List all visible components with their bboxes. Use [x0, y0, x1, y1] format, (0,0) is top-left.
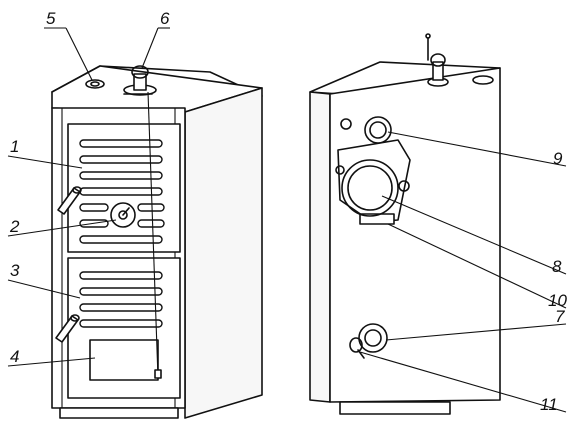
flue-outlet	[85, 79, 105, 89]
cleaning-panel	[89, 339, 159, 381]
lower-door-slots	[79, 271, 163, 328]
back-boiler-base	[339, 401, 451, 415]
flue-pipe	[335, 159, 410, 217]
front-boiler-side	[184, 87, 263, 419]
label-3: 3	[10, 261, 20, 280]
label-5: 5	[46, 9, 56, 28]
front-boiler-base	[59, 407, 179, 419]
flue-bracket	[337, 139, 411, 223]
label-7: 7	[555, 307, 565, 326]
drain-valve	[349, 337, 365, 359]
label-10: 10	[548, 291, 567, 310]
back-regulator	[425, 33, 449, 87]
upper-door-handle	[57, 186, 82, 215]
label-8: 8	[552, 257, 562, 276]
label-11: 11	[540, 395, 558, 414]
front-view: 1 2 3 4 5 6	[7, 9, 263, 419]
air-regulator-dial	[110, 202, 136, 228]
label-2: 2	[9, 217, 20, 236]
back-boiler-side	[309, 91, 331, 403]
label-1: 1	[10, 137, 19, 156]
back-view: 9 8 10 7 11	[309, 33, 567, 415]
label-4: 4	[10, 347, 19, 366]
regulator-chain	[147, 91, 159, 379]
draft-regulator	[123, 65, 157, 96]
label-6: 6	[160, 9, 170, 28]
label-9: 9	[553, 149, 563, 168]
lower-door-handle	[55, 314, 80, 343]
